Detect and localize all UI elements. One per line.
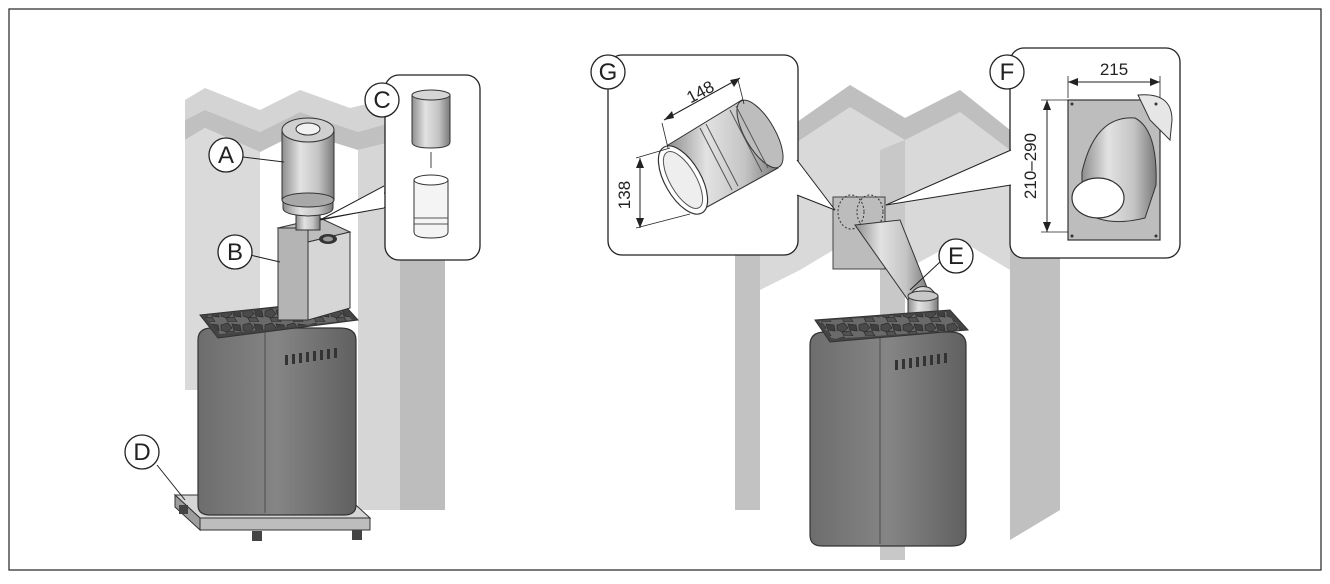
callout-d: D <box>124 434 160 470</box>
callout-f: F <box>989 54 1025 90</box>
water-tank <box>276 217 352 321</box>
callout-c: C <box>364 82 400 118</box>
svg-text:215: 215 <box>1100 60 1128 79</box>
diagram-frame <box>8 8 1322 571</box>
callout-b: B <box>217 234 253 270</box>
heater-body-left <box>197 299 360 516</box>
svg-text:138: 138 <box>615 181 634 209</box>
right-illustration: 148 138 215 <box>590 47 1181 560</box>
svg-text:B: B <box>227 239 243 266</box>
svg-text:E: E <box>948 243 964 270</box>
svg-text:F: F <box>1000 59 1015 86</box>
svg-text:A: A <box>218 142 234 169</box>
callout-e: E <box>938 238 974 274</box>
callout-g-bubble: 148 138 <box>607 54 836 256</box>
svg-text:D: D <box>133 439 150 466</box>
leader-e <box>909 261 941 291</box>
leader-d <box>156 464 186 501</box>
svg-text:210–290: 210–290 <box>1021 133 1040 199</box>
leader-b <box>249 254 281 263</box>
callout-a: A <box>208 137 244 173</box>
svg-text:C: C <box>373 87 390 114</box>
heater-body-right <box>809 309 970 547</box>
leader-a <box>242 156 285 163</box>
callout-c-bubble <box>319 74 481 261</box>
callout-f-bubble: 215 210–290 <box>885 47 1181 259</box>
left-illustration: A B C D <box>124 74 481 541</box>
chimney-hood <box>281 117 335 231</box>
callout-g: G <box>590 54 626 90</box>
svg-text:G: G <box>599 59 618 86</box>
